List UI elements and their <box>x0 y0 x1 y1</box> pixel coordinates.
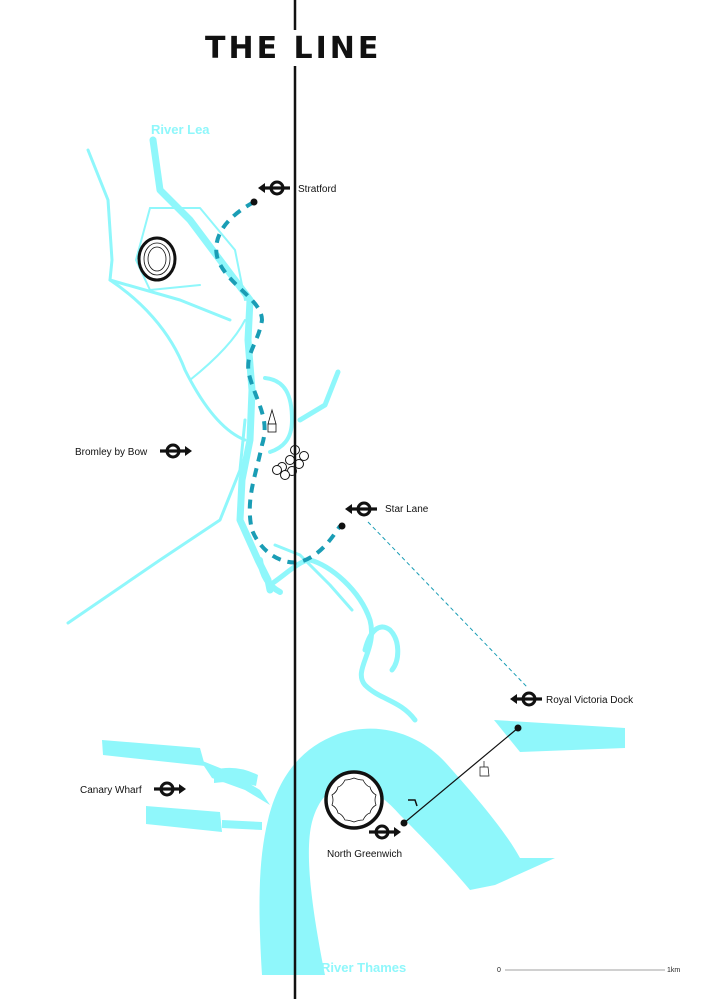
river-thames-label: River Thames <box>321 960 406 975</box>
station-label: Bromley by Bow <box>75 447 148 458</box>
dashed-route <box>214 198 529 689</box>
river-thames <box>102 720 625 975</box>
page-title: THE LINE <box>205 30 381 66</box>
station-canary-wharf[interactable]: Canary Wharf <box>80 781 188 797</box>
station-label: Stratford <box>298 184 336 195</box>
station-north-greenwich[interactable]: North Greenwich <box>327 824 403 860</box>
station-bromley-by-bow[interactable]: Bromley by Bow <box>75 443 194 459</box>
underground-roundel-icon <box>367 824 403 840</box>
station-label: Canary Wharf <box>80 785 142 796</box>
underground-roundel-icon <box>508 691 544 707</box>
olympic-stadium-icon <box>137 236 177 282</box>
cable-car-icon <box>479 761 490 777</box>
o2-dome-icon <box>324 770 384 830</box>
river-lea-label: River Lea <box>151 122 210 137</box>
station-royal-victoria-dock[interactable]: Royal Victoria Dock <box>508 691 634 707</box>
station-stratford[interactable]: Stratford <box>256 180 336 196</box>
underground-roundel-icon <box>152 781 188 797</box>
svg-text:THE LINE: THE LINE <box>205 31 381 66</box>
cable-car-line <box>400 724 522 827</box>
station-star-lane[interactable]: Star Lane <box>343 501 429 517</box>
underground-roundel-icon <box>256 180 292 196</box>
station-label: Star Lane <box>385 504 429 515</box>
station-label: Royal Victoria Dock <box>546 695 634 706</box>
river-lea <box>66 136 418 723</box>
underground-roundel-icon <box>343 501 379 517</box>
underground-roundel-icon <box>158 443 194 459</box>
scale-bar: 0 1km <box>497 967 680 974</box>
sculpture-icon <box>267 408 277 433</box>
scale-start-label: 0 <box>497 967 501 974</box>
station-label: North Greenwich <box>327 849 402 860</box>
scale-end-label: 1km <box>667 967 680 974</box>
